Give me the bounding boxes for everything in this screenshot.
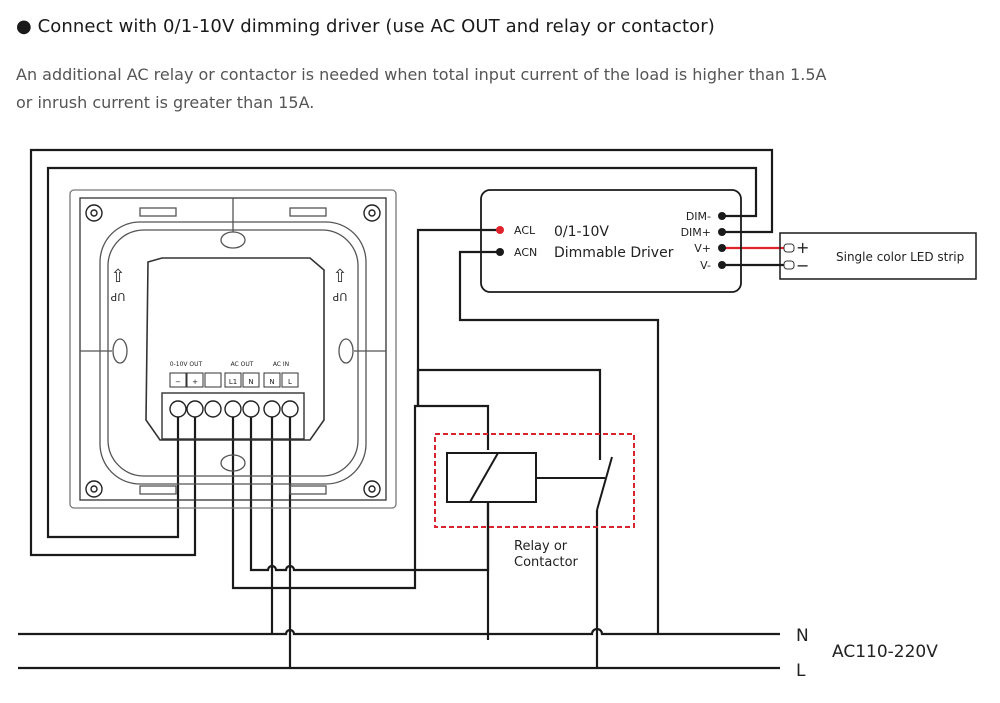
section-heading: ● Connect with 0/1-10V dimming driver (u… — [16, 16, 715, 37]
acn-terminal — [496, 248, 504, 256]
group-label-ac-out: AC OUT — [231, 361, 254, 368]
terminal-screws — [169, 400, 299, 418]
terminal-screw — [204, 400, 222, 418]
wire-dim-minus — [46, 166, 758, 539]
terminal-screw — [224, 400, 242, 418]
relay-coil — [446, 452, 537, 503]
description: An additional AC relay or contactor is n… — [16, 61, 916, 117]
terminal-screw — [169, 400, 187, 418]
terminal-label-box — [204, 372, 222, 388]
screw-icons — [85, 204, 381, 498]
terminal-label: N — [248, 378, 253, 386]
acl-label: ACL — [514, 224, 536, 237]
terminal-label: + — [192, 378, 198, 386]
mains-n-line — [18, 627, 780, 636]
terminal-label: − — [175, 378, 181, 386]
driver-output-terminal — [718, 244, 726, 252]
terminal-screw — [186, 400, 204, 418]
acl-terminal — [496, 226, 504, 234]
relay-dashed-box — [434, 433, 635, 528]
driver-output-terminal — [718, 261, 726, 269]
terminal-label-box — [242, 372, 260, 388]
driver-output-label: DIM- — [686, 210, 711, 223]
relay-switch — [596, 456, 613, 511]
up-arrow-icon: ⇧ — [332, 266, 347, 287]
terminal-label: N — [269, 378, 274, 386]
up-label-left: UP — [110, 290, 125, 303]
terminal-label-box — [281, 372, 299, 388]
terminal-label-box — [263, 372, 281, 388]
terminal-label-box — [169, 372, 187, 388]
wall-panel — [69, 189, 397, 509]
up-arrow-icon: ⇧ — [110, 266, 125, 287]
terminal-label: L — [288, 378, 292, 386]
description-line-2: or inrush current is greater than 15A. — [16, 93, 315, 112]
driver-output-label: DIM+ — [681, 226, 711, 239]
driver-title-1: 0/1-10V — [554, 224, 609, 240]
up-arrows: ⇧ UP ⇧ UP — [110, 266, 347, 303]
wire-switch-top — [416, 368, 602, 460]
description-line-1: An additional AC relay or contactor is n… — [16, 65, 827, 84]
terminal-label-box — [186, 372, 204, 388]
wire-acl — [416, 228, 500, 406]
screw-icon — [363, 480, 381, 498]
wire-dim-plus — [29, 148, 774, 557]
led-strip-label: Single color LED strip — [836, 250, 964, 264]
wires — [18, 148, 784, 670]
relay-label-1: Relay or — [514, 539, 568, 554]
wire-acn — [458, 250, 660, 634]
screw-icon — [85, 480, 103, 498]
mains-n-label: N — [796, 626, 809, 646]
driver-output-label: V+ — [694, 242, 711, 255]
terminal-screw — [263, 400, 281, 418]
driver-box — [480, 189, 742, 293]
screw-icon — [85, 204, 103, 222]
terminal-label-box — [224, 372, 242, 388]
mains-l-label: L — [796, 661, 806, 681]
wire-ac-out-l1 — [231, 404, 490, 590]
terminal-labels: − + L1 N N L — [169, 372, 299, 388]
group-label-0-10v-out: 0-10V OUT — [170, 361, 203, 368]
up-label-right: UP — [332, 290, 347, 303]
acn-label: ACN — [514, 246, 537, 259]
mains-voltage: AC110-220V — [832, 642, 938, 662]
terminal-screw — [242, 400, 260, 418]
led-strip-box — [779, 232, 977, 280]
wire-ac-out-n — [249, 415, 490, 572]
group-label-ac-in: AC IN — [273, 361, 289, 368]
driver-title-2: Dimmable Driver — [554, 245, 674, 261]
screw-icon — [363, 204, 381, 222]
led-minus: − — [796, 256, 809, 275]
terminal-screw — [281, 400, 299, 418]
driver-outputs: DIM- DIM+ V+ V- — [681, 210, 726, 272]
relay-label-2: Contactor — [514, 555, 579, 570]
driver-output-label: V- — [700, 259, 711, 272]
terminal-label: L1 — [229, 378, 237, 386]
driver-output-terminal — [718, 212, 726, 220]
led-plus: + — [796, 238, 809, 257]
driver-output-terminal — [718, 228, 726, 236]
